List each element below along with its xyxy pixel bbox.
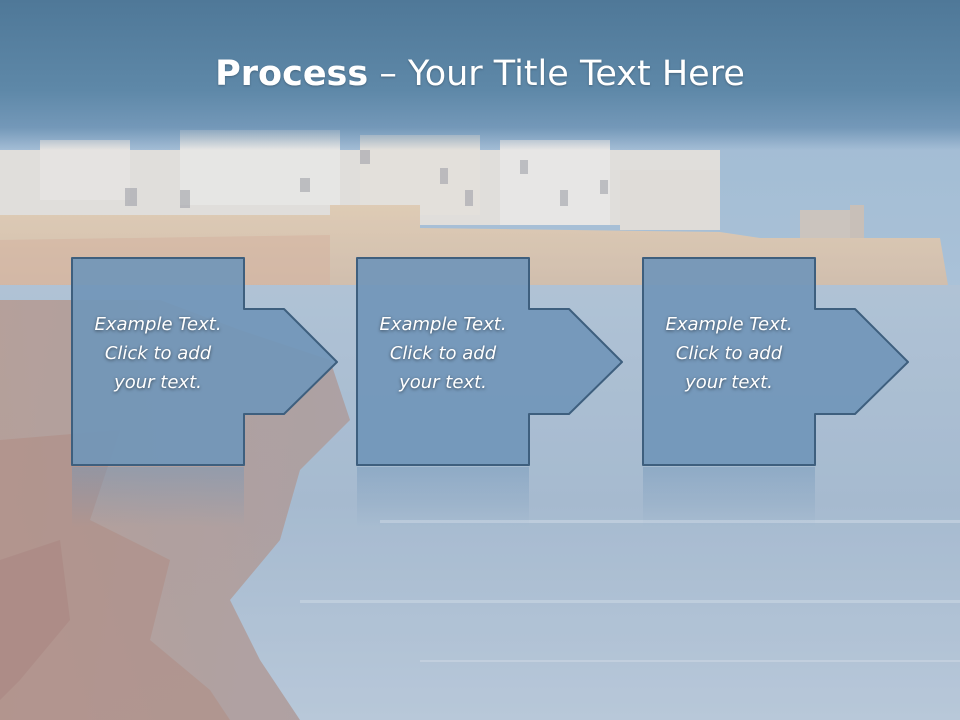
process-step-3-shape[interactable] bbox=[642, 257, 909, 466]
title-rest-part: – Your Title Text Here bbox=[368, 54, 745, 94]
process-step-2-shape[interactable] bbox=[356, 257, 623, 466]
slide-title[interactable]: Process – Your Title Text Here bbox=[0, 50, 960, 98]
shape-reflections bbox=[72, 467, 815, 527]
process-step-1-shape[interactable] bbox=[71, 257, 338, 466]
title-bold-part: Process bbox=[215, 54, 369, 94]
process-step-3-text[interactable]: Example Text. Click to add your text. bbox=[665, 314, 793, 393]
process-step-1-text[interactable]: Example Text. Click to add your text. bbox=[94, 314, 222, 393]
process-step-2-text[interactable]: Example Text. Click to add your text. bbox=[379, 314, 507, 393]
title-bar bbox=[0, 0, 960, 150]
